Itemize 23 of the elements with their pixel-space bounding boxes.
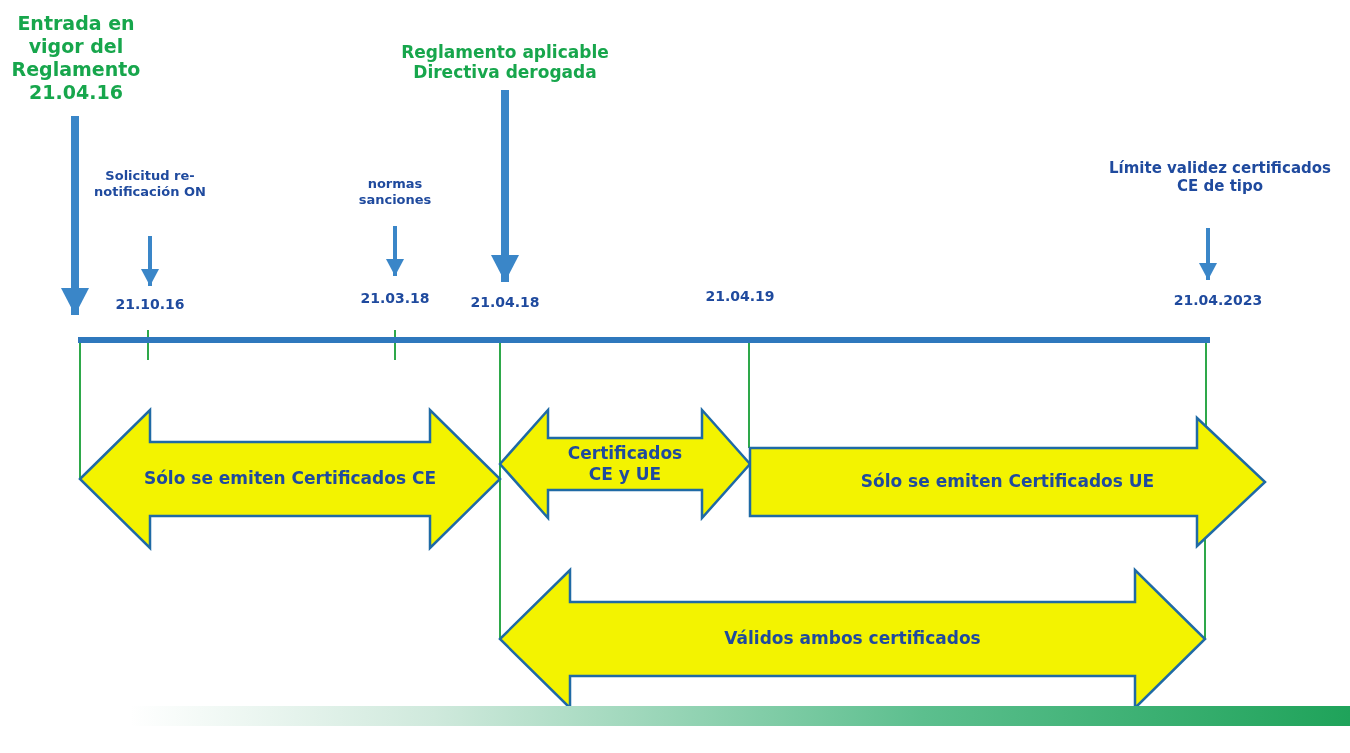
date-label: Solicitud re-notificación ON bbox=[93, 168, 207, 200]
date-label: 21.04.2023 bbox=[1173, 291, 1263, 309]
date-label: 21.10.16 bbox=[115, 295, 185, 313]
arrow bbox=[1199, 228, 1217, 280]
connector-line bbox=[499, 342, 501, 640]
connector-line bbox=[1205, 342, 1207, 427]
date-label: normas sanciones bbox=[357, 176, 433, 208]
period-label: Certificados CE y UE bbox=[566, 442, 684, 486]
milestone-label: Entrada en vigor del Reglamento 21.04.16 bbox=[10, 12, 142, 104]
date-label: 21.04.18 bbox=[470, 293, 540, 311]
arrow bbox=[141, 236, 159, 286]
period-label: Válidos ambos certificados bbox=[724, 628, 981, 650]
connector-line bbox=[748, 342, 750, 449]
timeline-bar bbox=[78, 337, 1210, 343]
period-label: Sólo se emiten Certificados CE bbox=[143, 468, 437, 490]
date-label: 21.04.19 bbox=[705, 287, 775, 305]
period-label: Sólo se emiten Certificados UE bbox=[860, 471, 1155, 493]
arrow bbox=[386, 226, 404, 276]
date-label: 21.03.18 bbox=[360, 289, 430, 307]
date-label: Límite validez certificados CE de tipo bbox=[1108, 159, 1332, 195]
milestone-label: Reglamento aplicable Directiva derogada bbox=[400, 41, 610, 83]
connector-line bbox=[1204, 537, 1206, 640]
connector-line bbox=[79, 342, 81, 480]
